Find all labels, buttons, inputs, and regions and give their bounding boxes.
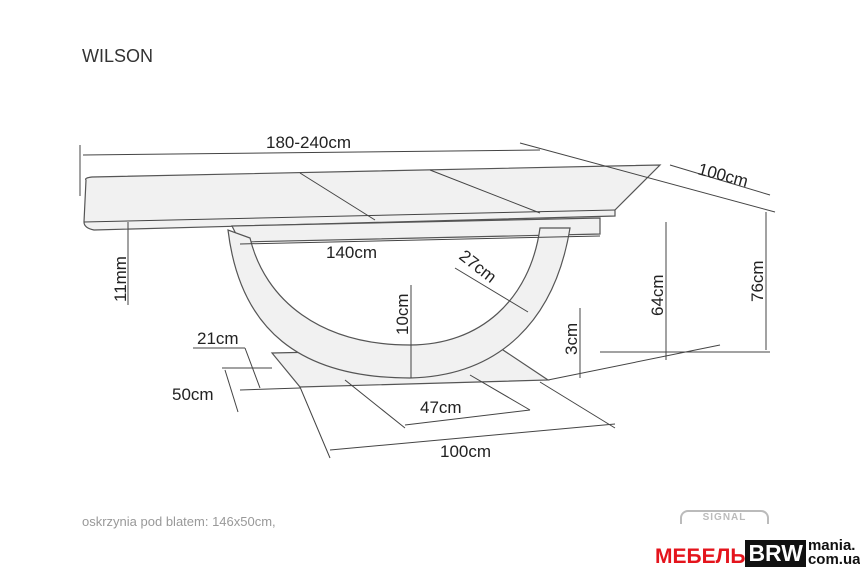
dim-length: 180-240cm	[266, 133, 351, 152]
dim-leg-height: 64cm	[648, 274, 667, 316]
brand-domain-line2: com.ua	[807, 551, 860, 568]
brand-red-text: МЕБЕЛЬ	[655, 545, 746, 568]
dim-arc-thickness: 10cm	[393, 293, 412, 335]
brand-watermark: МЕБЕЛЬ BRW mania. com.ua	[655, 527, 860, 567]
dimension-lines	[79, 142, 776, 459]
brand-domain: mania. com.ua	[807, 537, 860, 568]
product-title: WILSON	[82, 46, 153, 66]
dim-top-thickness: 11mm	[111, 256, 130, 302]
dim-base-length: 100cm	[440, 442, 491, 461]
dim-arc-width: 27cm	[456, 246, 500, 287]
dim-base-depth: 50cm	[172, 385, 214, 404]
brand-box-text: BRW	[745, 540, 806, 567]
dim-apron-length: 140cm	[326, 243, 377, 262]
dim-base-leg-width: 47cm	[420, 398, 462, 417]
dim-depth: 100cm	[696, 160, 750, 192]
brand-domain-line1: mania.	[807, 537, 856, 554]
footnote: oskrzynia pod blatem: 146x50cm,	[82, 514, 276, 529]
signal-logo: SIGNAL	[680, 510, 769, 524]
dim-base-thickness: 3cm	[562, 323, 581, 355]
u-shaped-leg	[227, 227, 571, 379]
dim-base-inner: 21cm	[197, 329, 239, 348]
table-top	[83, 164, 662, 231]
dim-total-height: 76cm	[748, 260, 767, 302]
